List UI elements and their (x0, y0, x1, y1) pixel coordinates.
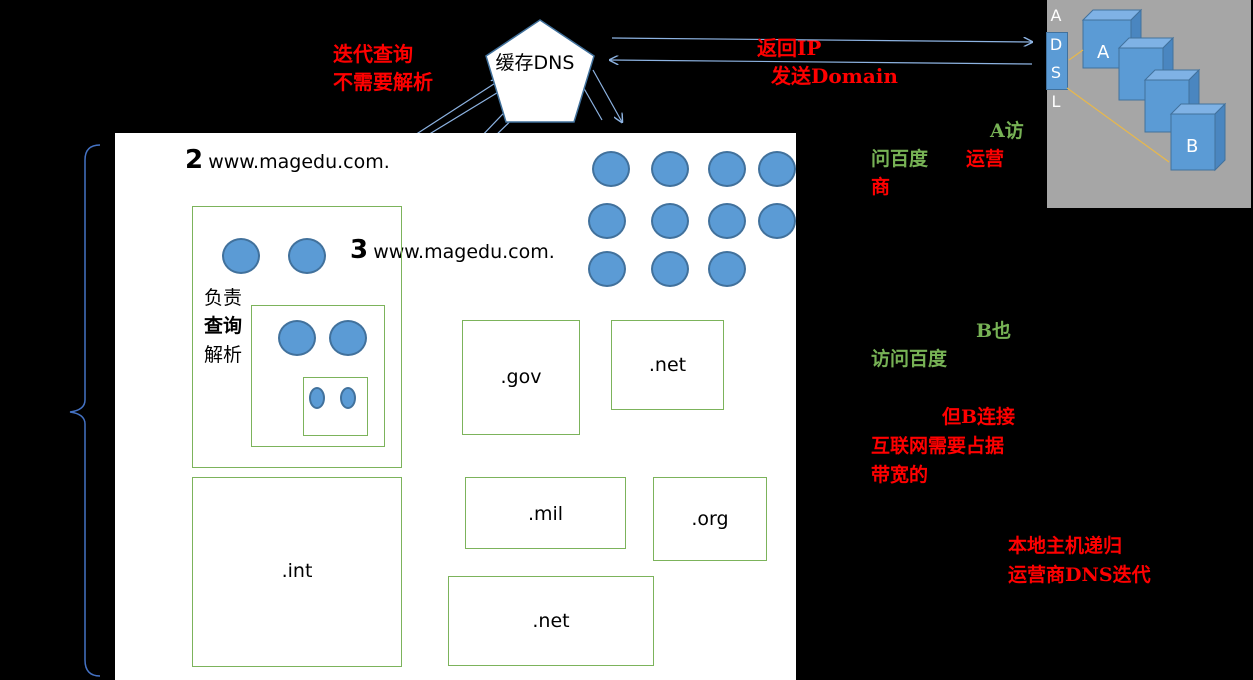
step3-domain: www.magedu.com. (373, 241, 555, 263)
com-zone-box: 负责 查询 解析 (192, 206, 402, 468)
root-server (651, 251, 689, 287)
root-server (651, 151, 689, 187)
dns-hierarchy-panel: 2 www.magedu.com. 3 www.magedu.com. 负责 查… (115, 133, 796, 680)
root-server (758, 151, 796, 187)
resolver-label-2: 查询 (204, 315, 243, 337)
root-server (708, 203, 746, 239)
root-bracket (69, 144, 101, 677)
isp-panel: A D S L A B (1046, 0, 1251, 208)
resolver-label-3: 解析 (204, 344, 243, 366)
tld-mil-box: .mil (465, 477, 626, 549)
cube-a-label: A (1097, 42, 1110, 63)
adsl-modem (1046, 32, 1068, 90)
tld-mil-label: .mil (527, 503, 564, 525)
com-server (222, 238, 260, 274)
note-b-bandwidth-2: 互联网需要占据 (871, 435, 1005, 457)
tld-net-top-label: .net (648, 354, 687, 376)
magedu-server (329, 320, 367, 356)
adsl-letter-l: L (1051, 92, 1061, 111)
step2-domain: www.magedu.com. (208, 151, 390, 173)
tld-net-top-box: .net (611, 320, 724, 410)
arrow-dns-to-adsl (611, 38, 1032, 42)
arrow-dns-to-root (592, 69, 622, 122)
root-server (588, 203, 626, 239)
root-server (592, 151, 630, 187)
note-isp-2: 商 (871, 176, 891, 198)
note-b-visits-1: B也 (976, 320, 1012, 342)
root-server (588, 251, 626, 287)
cache-dns-label: 缓存DNS (495, 52, 575, 74)
note-a-visits-1: A访 (990, 120, 1024, 142)
host-cubes (1066, 8, 1227, 172)
cube-b-label: B (1186, 136, 1199, 157)
root-server (708, 151, 746, 187)
note-local-recursive-2: 运营商DNS迭代 (1008, 564, 1151, 586)
tld-net-bottom-box: .net (448, 576, 654, 666)
note-b-visits-2: 访问百度 (871, 348, 948, 370)
note-iterative-query-1: 迭代查询 (333, 42, 413, 66)
root-server (651, 203, 689, 239)
resolver-label-1: 负责 (204, 287, 243, 309)
magedu-zone-box (251, 305, 385, 447)
tld-int-label: .int (281, 560, 313, 582)
note-iterative-query-2: 不需要解析 (333, 70, 433, 94)
step3-label: 3 www.magedu.com. (350, 235, 555, 265)
step2-label: 2 www.magedu.com. (185, 145, 390, 175)
note-send-domain: 发送Domain (771, 64, 898, 88)
tld-org-box: .org (653, 477, 767, 561)
adsl-letter-a: A (1050, 6, 1062, 25)
cache-dns-node (485, 19, 595, 123)
step2-number: 2 (185, 145, 204, 175)
adsl-letter-d: D (1049, 35, 1063, 54)
cube-b (1169, 102, 1227, 172)
arrow-adsl-to-dns (610, 60, 1033, 64)
note-b-bandwidth-1: 但B连接 (942, 406, 1016, 428)
adsl-letter-s: S (1050, 63, 1062, 82)
note-local-recursive-1: 本地主机递归 (1008, 535, 1123, 557)
tld-net-bottom-label: .net (532, 610, 570, 632)
www-host (309, 387, 325, 409)
tld-gov-label: .gov (500, 366, 542, 388)
tld-org-label: .org (691, 508, 729, 530)
note-return-ip: 返回IP (757, 36, 822, 60)
magedu-server (278, 320, 316, 356)
note-a-visits-2: 问百度 (871, 148, 929, 170)
com-server (288, 238, 326, 274)
www-host-box (303, 377, 368, 436)
root-server (758, 203, 796, 239)
www-host (340, 387, 356, 409)
tld-int-box: .int (192, 477, 402, 667)
note-isp-1: 运营 (966, 148, 1005, 170)
note-b-bandwidth-3: 带宽的 (871, 464, 929, 486)
step3-number: 3 (350, 235, 369, 265)
root-server (708, 251, 746, 287)
tld-gov-box: .gov (462, 320, 580, 435)
